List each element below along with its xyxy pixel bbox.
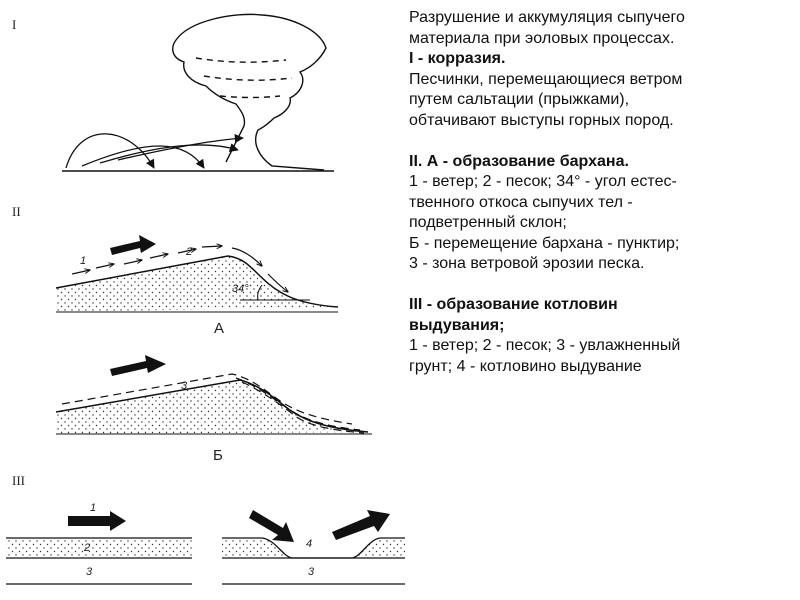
wind-arrow-down [249,510,294,542]
part-label-3: III [12,473,25,488]
sand-layer-left [6,538,192,558]
dune-a-outline [55,255,339,308]
dune-b-sand [56,380,368,434]
wind-arrow-a [110,235,156,255]
wind-arrow-up [332,510,390,540]
section-2-heading: II. А - образование бархана. [409,152,629,170]
caption-b: Б [213,447,223,464]
part-label-1: I [12,17,16,32]
description-panel: Разрушение и аккумуляция сыпучего матери… [409,8,794,377]
label-zone-3: 3 [181,380,188,392]
label-sand-2: 2 [185,246,192,258]
mushroom-rock [172,13,327,171]
wind-arrow-b [110,355,166,376]
intro-line: материала при эоловых процессах. [409,29,675,47]
section-1-heading: I - корразия. [409,50,506,67]
caption-a: А [214,320,224,337]
section-3-line: грунт; 4 - котловино выдувание [409,357,642,375]
label-basin-4: 4 [306,538,312,550]
sand-flow-arrows [71,246,288,292]
wind-arrow-c [68,511,126,531]
section-3-line: 1 - ветер; 2 - песок; 3 - увлажненный [409,337,681,354]
spacer [409,275,794,296]
part-label-2: II [12,204,21,219]
spacer [409,131,794,152]
label-wind-1b: 1 [90,502,96,514]
intro-line: Разрушение и аккумуляция сыпучего [409,9,685,26]
section-1-line: путем сальтации (прыжками), [409,91,630,108]
label-ground-3b: 3 [308,566,315,578]
section-2-line: подветренный склон; [409,214,567,231]
section-3-heading: выдувания; [409,316,505,334]
label-angle: 34° [232,283,249,295]
sand-layer-right [222,538,405,558]
saltation-arrows [65,133,244,169]
section-2-line: твенного откоса сыпучих тел - [409,193,633,211]
label-sand-2b: 2 [83,542,90,554]
angle-arc [257,284,263,301]
section-2-line: 3 - зона ветровой эрозии песка. [409,255,645,272]
section-2-line: Б - перемещение бархана - пунктир; [409,234,680,252]
section-1-line: Песчинки, перемещающиеся ветром [409,70,683,88]
label-ground-3: 3 [86,566,93,578]
section-1-line: обтачивают выступы горных пород. [409,111,674,129]
dune-b-moved-outlines [61,373,365,434]
dune-a-sand [56,256,338,312]
section-2-line: 1 - ветер; 2 - песок; 34° - угол естес- [409,173,677,190]
section-3-heading: III - образование котловин [409,296,618,313]
label-wind-1: 1 [80,255,86,267]
eolian-processes-figure: I II 1 2 34° А 3 Б I [6,13,405,585]
